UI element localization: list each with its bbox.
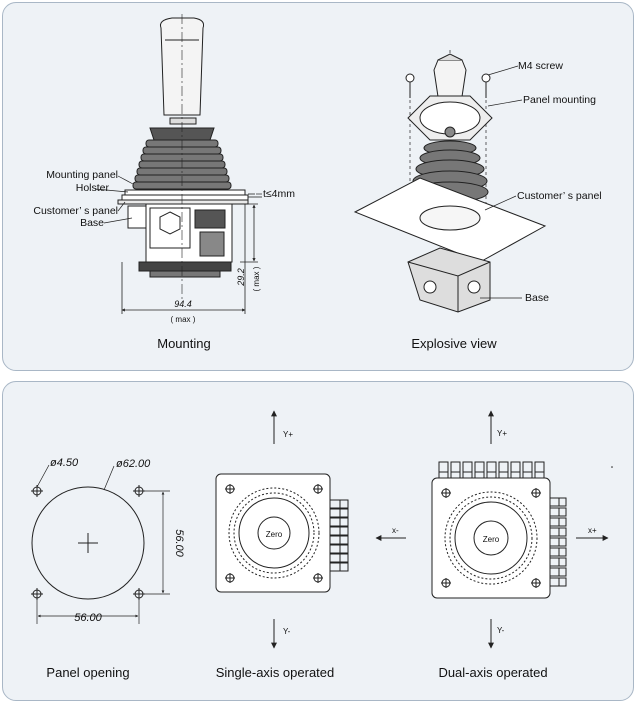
panel-opening-drawing <box>31 464 170 624</box>
top-connector-pins <box>438 461 545 481</box>
callout-base: Base <box>80 217 104 229</box>
mounting-panel-section <box>2 2 634 371</box>
callout-thickness: t≤4mm <box>263 188 295 200</box>
dual-x-plus: x+ <box>588 526 597 535</box>
dim-cut-diameter: ø62.00 <box>116 458 151 470</box>
callout-explosive-customers-panel: Customer’ s panel <box>517 190 602 202</box>
joystick-handle <box>160 17 205 116</box>
right-connector-pins <box>549 497 567 587</box>
dim-vertical: 56.00 <box>173 529 185 557</box>
single-axis-drawing <box>215 410 349 649</box>
dual-y-minus: Y- <box>497 626 505 635</box>
dual-zero-label: Zero <box>483 535 500 544</box>
callout-mounting-panel: Mounting panel <box>46 169 118 181</box>
mounting-side-view <box>117 14 249 300</box>
dual-y-plus: Y+ <box>497 429 507 438</box>
callout-m4-screw: M4 screw <box>518 60 563 72</box>
dim-horizontal: 56.00 <box>74 612 102 624</box>
callout-holster: Holster <box>76 182 110 194</box>
callout-customers-panel: Customer’ s panel <box>33 205 118 217</box>
dot-mark <box>611 466 613 468</box>
dim-depth: 29.2 <box>236 268 246 287</box>
caption-explosive-view: Explosive view <box>411 336 497 351</box>
mounting-dimensions <box>121 193 262 314</box>
dim-depth-note: ( max ) <box>252 266 261 291</box>
dim-width-note: ( max ) <box>171 315 196 324</box>
dual-axis-drawing <box>375 410 609 649</box>
dim-width: 94.4 <box>174 299 192 309</box>
caption-mounting: Mounting <box>157 336 211 351</box>
callout-panel-mounting: Panel mounting <box>523 94 596 106</box>
dual-x-minus: x- <box>392 526 399 535</box>
caption-dual-axis: Dual-axis operated <box>438 665 548 680</box>
connector-pins <box>329 499 349 572</box>
caption-single-axis: Single-axis operated <box>215 665 335 680</box>
caption-panel-opening: Panel opening <box>46 665 130 680</box>
dim-hole-diameter: ø4.50 <box>50 457 79 469</box>
single-zero-label: Zero <box>266 530 283 539</box>
single-y-minus: Y- <box>283 627 291 636</box>
m4-screw <box>405 73 491 98</box>
single-y-plus: Y+ <box>283 430 293 439</box>
explosive-view <box>353 50 547 313</box>
callout-explosive-base: Base <box>525 292 549 304</box>
